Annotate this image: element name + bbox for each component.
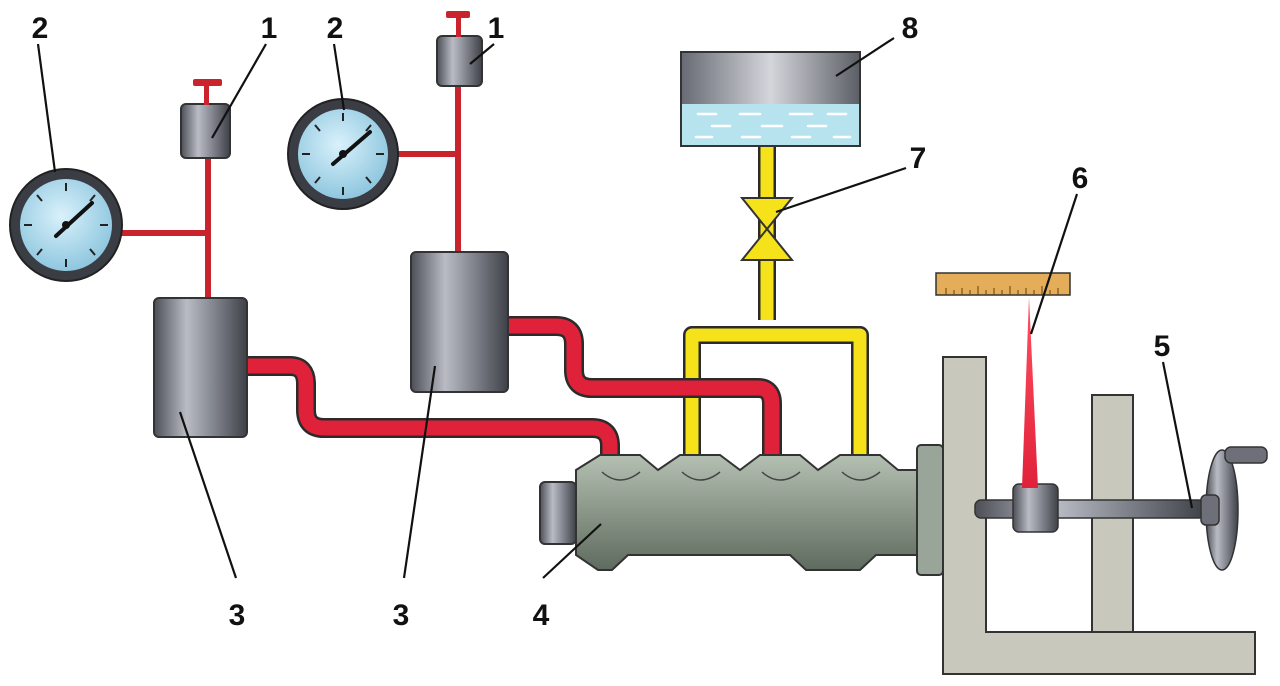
callout-valve-right: 1: [488, 12, 505, 45]
callout-master-cylinder: 4: [533, 599, 550, 632]
callout-gauge-right: 2: [327, 12, 344, 45]
callout-reservoir: 8: [902, 12, 919, 45]
callout-valve-left: 1: [261, 12, 278, 45]
test-cylinder-right: [410, 251, 509, 393]
bleed-valve-left: [180, 79, 231, 159]
ruler: [935, 272, 1071, 296]
reservoir: [680, 51, 861, 147]
callout-cylinder-right: 3: [393, 599, 410, 632]
master-cylinder: [539, 444, 944, 576]
callout-cylinder-left: 3: [229, 599, 246, 632]
brake-lines: [117, 81, 782, 468]
bleed-valve-right: [436, 11, 483, 87]
handwheel-rod-assembly: [974, 446, 1268, 571]
test-cylinder-left: [153, 297, 248, 438]
callout-gauge-left: 2: [32, 12, 49, 45]
callout-handwheel-rod: 5: [1154, 330, 1171, 363]
leader-lines: [36, 37, 1194, 579]
callout-shutoff-valve: 7: [910, 142, 927, 175]
pointer-needle: [1022, 297, 1038, 488]
callout-pointer: 6: [1072, 162, 1089, 195]
shutoff-valve: [739, 197, 795, 261]
pressure-gauge-right: [287, 98, 399, 210]
pressure-gauge-left: [9, 168, 123, 282]
